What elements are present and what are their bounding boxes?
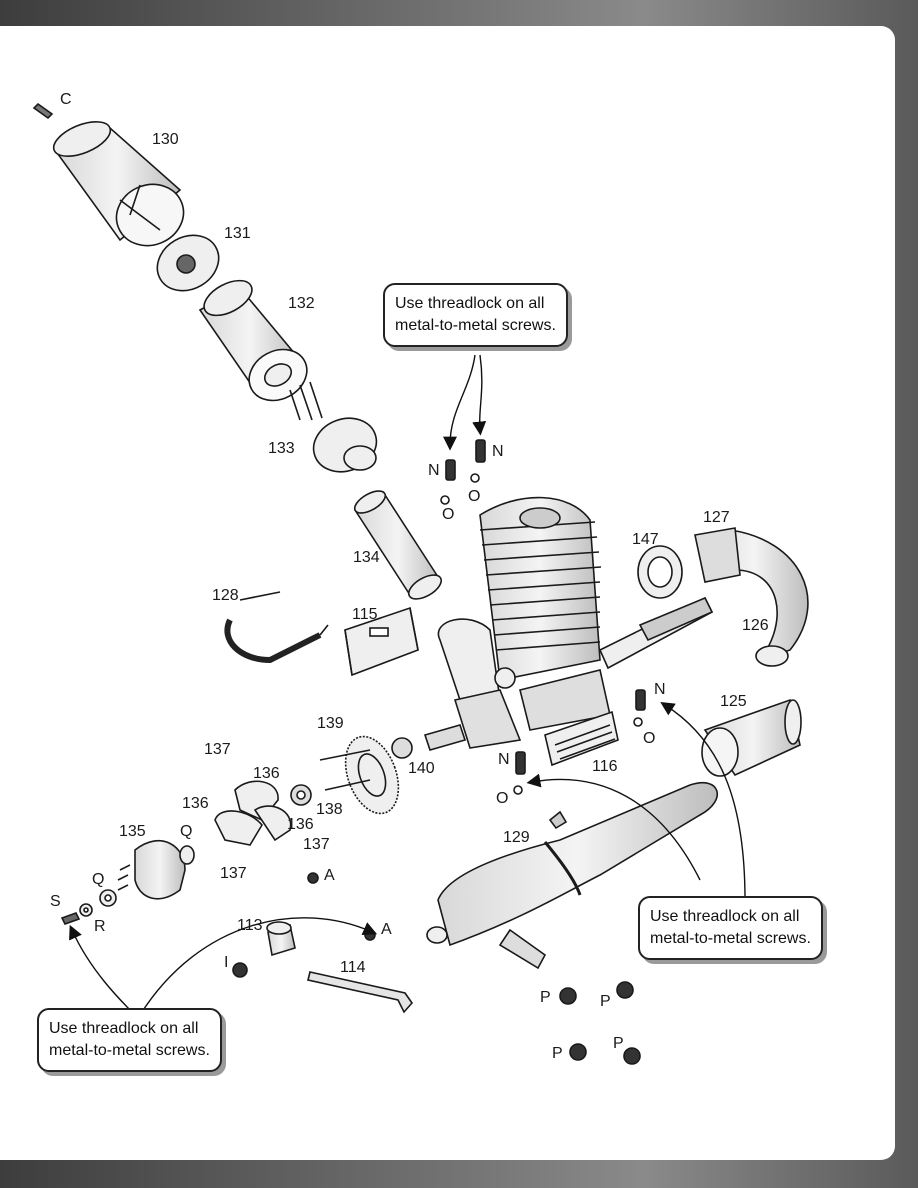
label-127: 127 — [703, 509, 730, 526]
part-113-bushing — [266, 921, 296, 957]
callout-line1: Use threadlock on all — [49, 1020, 199, 1037]
screws-p — [559, 981, 641, 1065]
label-130: 130 — [152, 131, 179, 148]
label-128: 128 — [212, 587, 239, 604]
callout-line1: Use threadlock on all — [395, 295, 545, 312]
crankshaft — [423, 724, 467, 751]
part-133-filter-base — [289, 381, 378, 473]
part-147-gasket — [637, 545, 683, 599]
label-135: 135 — [119, 823, 146, 840]
part-125-coupler — [701, 698, 802, 777]
engine-cylinder — [437, 496, 714, 749]
label-116: 116 — [592, 758, 618, 775]
label-a-2: A — [381, 921, 392, 938]
label-p-4: P — [613, 1035, 624, 1052]
label-p-2: P — [600, 993, 611, 1010]
label-p-1: P — [540, 989, 551, 1006]
label-s: S — [50, 893, 61, 910]
label-o-1: O — [442, 506, 455, 523]
label-r: R — [94, 918, 106, 935]
callout-line2: metal-to-metal screws. — [650, 930, 811, 947]
part-126-127-header — [694, 527, 809, 667]
part-129-tuned-pipe — [426, 782, 719, 970]
part-139-flywheel — [319, 735, 400, 815]
label-n-2: N — [492, 443, 504, 460]
label-126: 126 — [742, 617, 769, 634]
part-135-clutch-bell — [117, 839, 195, 900]
label-c: C — [60, 91, 72, 108]
screw-c — [32, 102, 54, 120]
label-136-a: 136 — [253, 765, 280, 782]
label-134: 134 — [353, 549, 380, 566]
label-131: 131 — [224, 225, 251, 242]
label-n-3: N — [654, 681, 666, 698]
label-n-4: N — [498, 751, 510, 768]
label-129: 129 — [503, 829, 530, 846]
part-128-spring — [224, 591, 329, 664]
callout-line2: metal-to-metal screws. — [395, 317, 556, 334]
callout-line2: metal-to-metal screws. — [49, 1042, 210, 1059]
part-136-clutch — [214, 780, 292, 846]
label-132: 132 — [288, 295, 315, 312]
label-o-2: O — [468, 488, 481, 505]
label-p-3: P — [552, 1045, 563, 1062]
label-q-2: Q — [92, 871, 105, 888]
label-137-a: 137 — [204, 741, 231, 758]
label-133: 133 — [268, 440, 295, 457]
label-i: I — [224, 954, 229, 971]
label-a-1: A — [324, 867, 335, 884]
label-137-b: 137 — [303, 836, 330, 853]
part-140-collet — [391, 737, 413, 759]
label-137-c: 137 — [220, 865, 247, 882]
part-131-filter-plate — [156, 234, 220, 292]
threadlock-callout-right: Use threadlock on all metal-to-metal scr… — [638, 896, 823, 960]
threadlock-callout-bottom-left: Use threadlock on all metal-to-metal scr… — [37, 1008, 222, 1072]
label-113: 113 — [237, 917, 263, 934]
part-116-heatsink — [544, 710, 619, 767]
label-138: 138 — [316, 801, 343, 818]
label-147: 147 — [632, 531, 659, 548]
label-125: 125 — [720, 693, 747, 710]
label-115: 115 — [352, 606, 378, 623]
label-n-1: N — [428, 462, 440, 479]
label-o-3: O — [643, 730, 656, 747]
label-140: 140 — [408, 760, 435, 777]
part-130-filter-cover — [52, 121, 185, 247]
part-132-foam-element — [198, 279, 308, 402]
bearings — [60, 889, 117, 925]
label-136-c: 136 — [287, 816, 314, 833]
label-136-b: 136 — [182, 795, 209, 812]
label-o-4: O — [496, 790, 509, 807]
part-138-nut — [290, 784, 312, 806]
label-q-1: Q — [180, 823, 193, 840]
threadlock-callout-top: Use threadlock on all metal-to-metal scr… — [383, 283, 568, 347]
part-115-mount — [344, 606, 419, 677]
label-139: 139 — [317, 715, 344, 732]
label-114: 114 — [340, 959, 366, 976]
callout-line1: Use threadlock on all — [650, 908, 800, 925]
part-134-intake-tube — [353, 490, 443, 600]
part-114-hex-wrench — [307, 971, 414, 1014]
screws-misc — [232, 439, 646, 978]
